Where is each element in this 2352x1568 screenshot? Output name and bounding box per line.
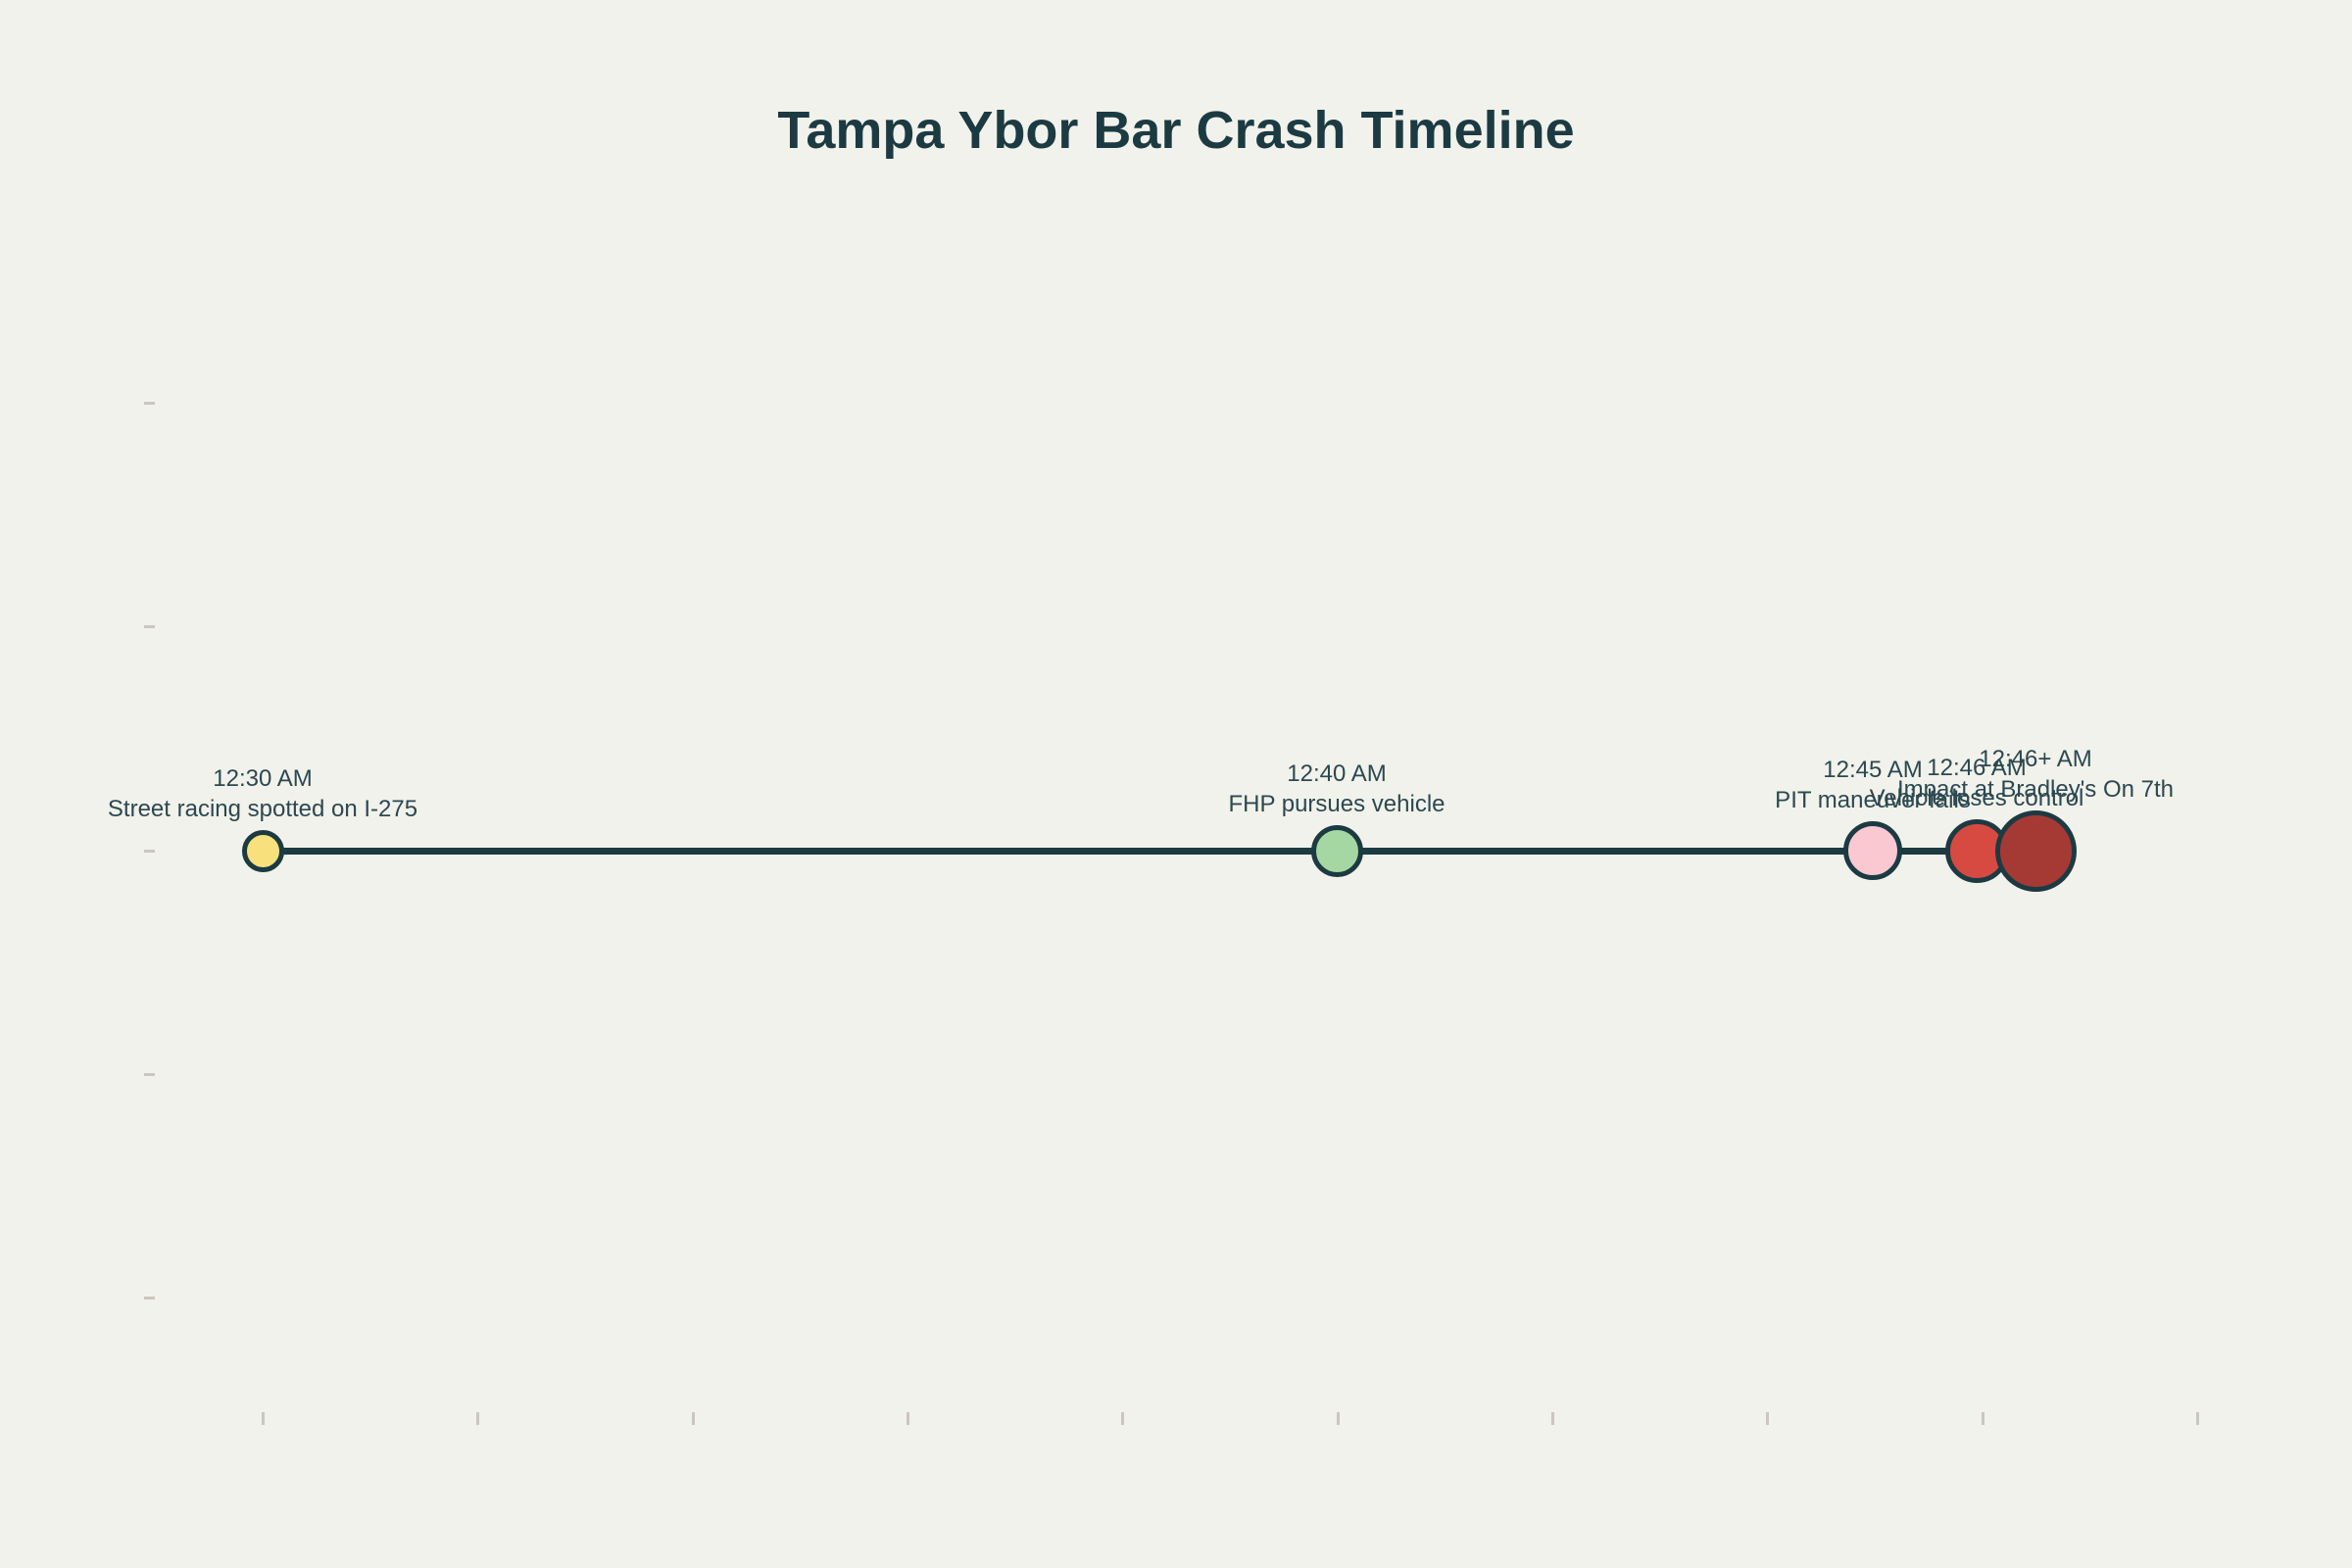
event-marker[interactable] xyxy=(1994,809,2077,892)
event-description: Impact at Bradley's On 7th xyxy=(1896,775,2175,803)
chart-title: Tampa Ybor Bar Crash Timeline xyxy=(777,101,1575,161)
y-axis-tick xyxy=(144,1296,155,1299)
event-label: 12:40 AM FHP pursues vehicle xyxy=(1229,759,1446,819)
event-time: 12:45 AM xyxy=(1823,757,1923,783)
y-axis-tick xyxy=(144,849,155,853)
event-marker[interactable] xyxy=(1310,824,1363,877)
event-time: 12:46 AM xyxy=(1927,754,2027,781)
event-description: PIT maneuver fails xyxy=(1775,787,1971,813)
x-axis-tick xyxy=(1336,1412,1340,1425)
x-axis-tick xyxy=(2195,1412,2199,1425)
event-marker[interactable] xyxy=(241,829,284,872)
event-time: 12:40 AM xyxy=(1287,760,1387,787)
event-label: 12:46+ AM Impact at Bradley's On 7th xyxy=(1897,744,2174,805)
event-time: 12:46+ AM xyxy=(1979,745,2092,772)
event-label: 12:30 AM Street racing spotted on I-275 xyxy=(108,763,417,824)
x-axis-tick xyxy=(1981,1412,1984,1425)
x-axis-tick xyxy=(1120,1412,1124,1425)
event-time: 12:30 AM xyxy=(213,764,313,792)
event-description: Street racing spotted on I-275 xyxy=(107,795,418,822)
event-description: Vehicle loses control xyxy=(1869,784,2084,811)
x-axis-tick xyxy=(906,1412,909,1425)
x-axis-tick xyxy=(1765,1412,1769,1425)
event-label: 12:45 AM PIT maneuver fails xyxy=(1775,755,1971,815)
y-axis-tick xyxy=(144,401,155,405)
y-axis-tick xyxy=(144,624,155,628)
x-axis-tick xyxy=(691,1412,695,1425)
x-axis-tick xyxy=(475,1412,479,1425)
event-label: 12:46 AM Vehicle loses control xyxy=(1870,753,2084,813)
x-axis-tick xyxy=(261,1412,265,1425)
event-description: FHP pursues vehicle xyxy=(1228,790,1446,817)
timeline-connector-line xyxy=(263,847,2035,855)
y-axis-tick xyxy=(144,1072,155,1076)
event-marker[interactable] xyxy=(1843,821,1902,880)
x-axis-tick xyxy=(1550,1412,1554,1425)
